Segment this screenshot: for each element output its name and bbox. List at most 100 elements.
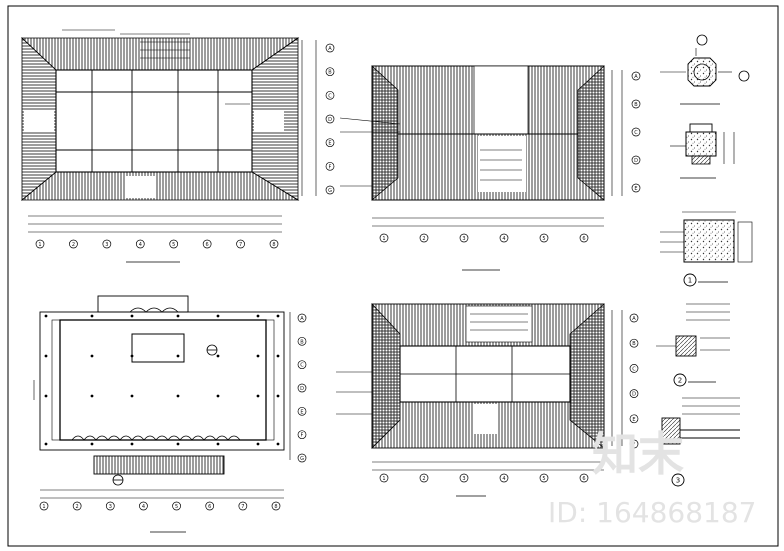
grid-bubble-label: 3 (105, 242, 108, 248)
grid-bubble-label: E (634, 186, 637, 192)
roof-slope-bottom (20, 171, 300, 201)
detail-bubbles: 123 (676, 277, 692, 485)
grid-bubble (325, 67, 335, 77)
column-dot (216, 394, 220, 398)
grid-bubble (629, 338, 639, 348)
column-dot (216, 314, 220, 318)
roof-frame-plan (20, 29, 317, 263)
grid-bubble-label: 6 (206, 242, 209, 248)
watermark: 知末 ID: 164868187 (548, 427, 756, 529)
column-dot (130, 354, 134, 358)
grid-bubble-label: 2 (422, 236, 425, 242)
grid-bubble-label: 6 (582, 476, 585, 482)
column-dot (44, 314, 48, 318)
column-dot (130, 314, 134, 318)
grid-bubble-label: C (632, 366, 636, 372)
grid-bubble (297, 453, 307, 463)
grid-bubble (629, 364, 639, 373)
ridge-notes-box (473, 65, 529, 135)
first-floor-plan (33, 295, 291, 533)
grid-bubble (297, 406, 307, 416)
grid-bubble-label: 5 (542, 236, 545, 242)
grid-bubble-label: 4 (139, 242, 142, 248)
grid-bubble-label: 5 (172, 242, 175, 248)
grid-bubble (631, 183, 641, 193)
column-dot (90, 314, 94, 318)
grid-bubble (325, 185, 335, 195)
grid-bubble-label: 6 (582, 236, 585, 242)
grid-bubble (419, 473, 429, 483)
grid-bubble-label: 5 (542, 476, 545, 482)
grid-bubble (202, 239, 212, 249)
column-dot (256, 394, 260, 398)
grid-bubble-label: C (328, 93, 332, 99)
grid-bubble-label: 3 (462, 476, 465, 482)
column-dot (90, 354, 94, 358)
grid-bubble-label: F (329, 164, 332, 170)
column-dot (276, 394, 280, 398)
grid-bubble (169, 239, 179, 249)
roof-slope-top (20, 37, 300, 71)
column-dot (176, 354, 180, 358)
grid-bubble-label: E (632, 417, 635, 423)
grid-bubble-label: 8 (274, 504, 277, 510)
column-dot (276, 442, 280, 446)
grid-bubble-label: C (300, 363, 304, 369)
grid-bubble-label: 2 (422, 476, 425, 482)
grid-bubble (631, 99, 641, 109)
grid-bubble (325, 161, 335, 171)
grid-bubble-label: B (632, 341, 636, 347)
column-section-detail (660, 34, 750, 105)
column-dot (256, 442, 260, 446)
grid-bubble-label: B (328, 70, 332, 76)
grid-bubble (631, 71, 641, 81)
grid-bubble-label: 1 (42, 504, 45, 510)
column-dot (176, 394, 180, 398)
grid-bubble-label: 1 (38, 242, 41, 248)
grid-bubble-label: 4 (502, 476, 505, 482)
grid-bubble-label: 2 (72, 242, 75, 248)
grid-bubble (135, 239, 145, 249)
grid-bubble (325, 114, 335, 124)
grid-bubble-label: A (632, 316, 636, 322)
second-floor-notes (465, 305, 533, 343)
grid-bubble (579, 473, 589, 483)
detail-bubble-label: 2 (678, 377, 682, 385)
column-dot (176, 442, 180, 446)
grid-bubble (69, 239, 78, 249)
grid-bubble (459, 233, 469, 243)
sheet-border (7, 5, 779, 547)
grid-bubble (35, 239, 45, 249)
grid-bubble (271, 501, 281, 511)
grid-bubble (236, 239, 245, 249)
column-dot (216, 442, 220, 446)
grid-bubble (297, 360, 307, 370)
column-dot (130, 442, 134, 446)
grid-bubble-label: 7 (241, 504, 244, 510)
grid-bubble-label: F (301, 433, 304, 439)
grid-bubble (631, 155, 641, 165)
grid-bubble-label: D (632, 392, 636, 398)
grid-bubble (459, 473, 469, 483)
grid-bubble (269, 239, 279, 249)
grid-bubble-label: D (634, 158, 638, 164)
grid-bubble-label: 7 (239, 242, 242, 248)
grid-bubble-label: 2 (76, 504, 79, 510)
eave-detail (656, 303, 730, 387)
grid-bubble (297, 430, 307, 440)
grid-bubble (297, 313, 307, 323)
column-dot (44, 354, 48, 358)
grid-bubble (419, 233, 429, 243)
roof-plan (339, 65, 623, 271)
column-dot (256, 354, 260, 358)
column-dot (216, 354, 220, 358)
grid-bubble (629, 439, 639, 449)
